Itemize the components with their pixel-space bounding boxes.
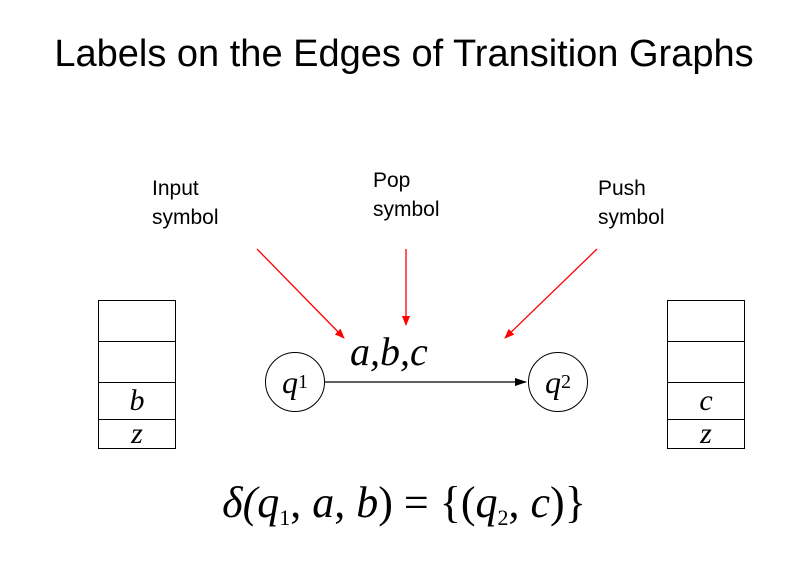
formula-q1-index: 1 — [279, 505, 291, 530]
formula-delta: δ( — [222, 478, 258, 527]
formula-c: c — [530, 478, 551, 527]
stack-cell — [668, 301, 744, 342]
state-q1-index: 1 — [298, 370, 308, 393]
callout-push-line2: symbol — [598, 206, 665, 229]
edge-label: a,b,c — [350, 329, 428, 374]
callout-push-symbol: Push symbol — [598, 174, 665, 232]
page-title: Labels on the Edges of Transition Graphs — [54, 33, 754, 75]
formula-q2-letter: q — [475, 478, 498, 527]
stack-cell: z — [700, 417, 712, 450]
formula-end: )} — [550, 478, 586, 527]
state-q2-index: 2 — [561, 370, 571, 393]
callout-input-symbol: Input symbol — [152, 174, 219, 232]
stack-cell: c — [668, 383, 744, 420]
formula-q1-letter: q — [257, 478, 280, 527]
formula-sep2: , — [334, 478, 357, 527]
formula-sep1: , — [290, 478, 313, 527]
stack-after: c z — [667, 300, 745, 450]
stack-cell — [99, 342, 175, 383]
formula-sep3: , — [508, 478, 531, 527]
stack-before: b z — [98, 300, 176, 450]
state-q2-letter: q — [545, 363, 561, 400]
stack-cell: b — [99, 383, 175, 420]
formula-mid: ) = {( — [378, 478, 476, 527]
stack-cell — [668, 342, 744, 383]
callout-pop-symbol: Pop symbol — [373, 166, 440, 224]
formula-q2-index: 2 — [497, 505, 509, 530]
state-q1-letter: q — [282, 363, 298, 400]
arrow-push-symbol — [504, 248, 598, 339]
callout-push-line1: Push — [598, 177, 646, 200]
arrow-input-symbol — [256, 248, 345, 339]
stack-cell — [99, 301, 175, 342]
callout-pop-line2: symbol — [373, 198, 440, 221]
transition-formula: δ(q1, a, b) = {(q2, c)} — [0, 478, 808, 543]
stack-cell: z — [131, 417, 143, 450]
formula-a: a — [312, 478, 335, 527]
callout-input-line1: Input — [152, 177, 199, 200]
callout-input-line2: symbol — [152, 206, 219, 229]
callout-pop-line1: Pop — [373, 169, 411, 192]
formula-b: b — [356, 478, 379, 527]
